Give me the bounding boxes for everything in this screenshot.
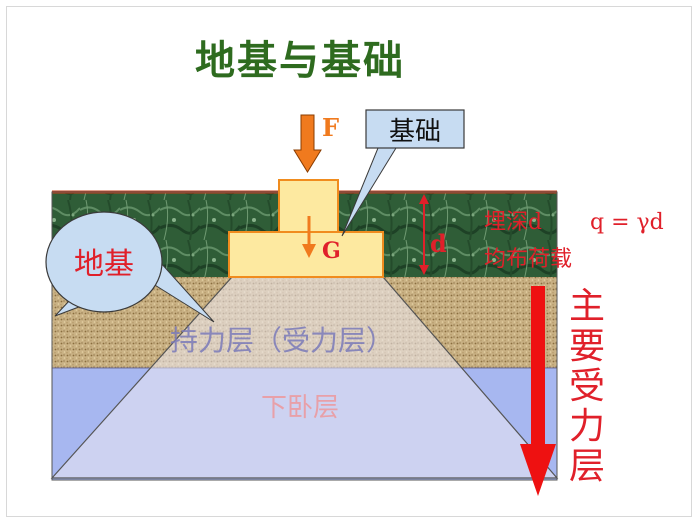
- subgrade-callout-ellipse: [45, 211, 163, 313]
- main-stressed-char: 层: [569, 446, 605, 487]
- force-arrow: [293, 114, 322, 173]
- foundation-footing: [228, 231, 384, 278]
- burial-depth-label: 埋深d: [484, 210, 542, 235]
- depth-arrow-bottom: [419, 265, 429, 275]
- bearing-layer-label: 持力层（受力层）: [170, 324, 394, 357]
- depth-symbol: d: [430, 229, 447, 258]
- uniform-load-label: 均布荷载: [484, 247, 572, 272]
- load-formula: q = γd: [590, 210, 664, 235]
- main-stressed-char: 受: [569, 366, 605, 407]
- main-stressed-char: 力: [569, 406, 605, 447]
- main-stressed-char: 要: [569, 326, 605, 367]
- slide-frame: [6, 6, 692, 517]
- depth-arrow-top: [419, 194, 429, 204]
- self-weight-label: G: [322, 238, 341, 264]
- underlying-layer-label: 下卧层: [261, 393, 339, 423]
- self-weight-arrow-head: [302, 244, 316, 258]
- main-stress-arrow-head: [520, 444, 556, 496]
- subgrade-callout-text: 地基: [74, 247, 134, 282]
- foundation-callout-box: [365, 109, 465, 149]
- force-label: F: [322, 113, 339, 142]
- foundation-callout-text: 基础: [389, 117, 441, 147]
- main-stress-arrow-shaft: [531, 286, 545, 446]
- page-title: 地基与基础: [195, 37, 405, 84]
- main-stressed-char: 主: [569, 286, 605, 327]
- main-stressed-layer-label: 主 要 受 力 层: [569, 286, 605, 487]
